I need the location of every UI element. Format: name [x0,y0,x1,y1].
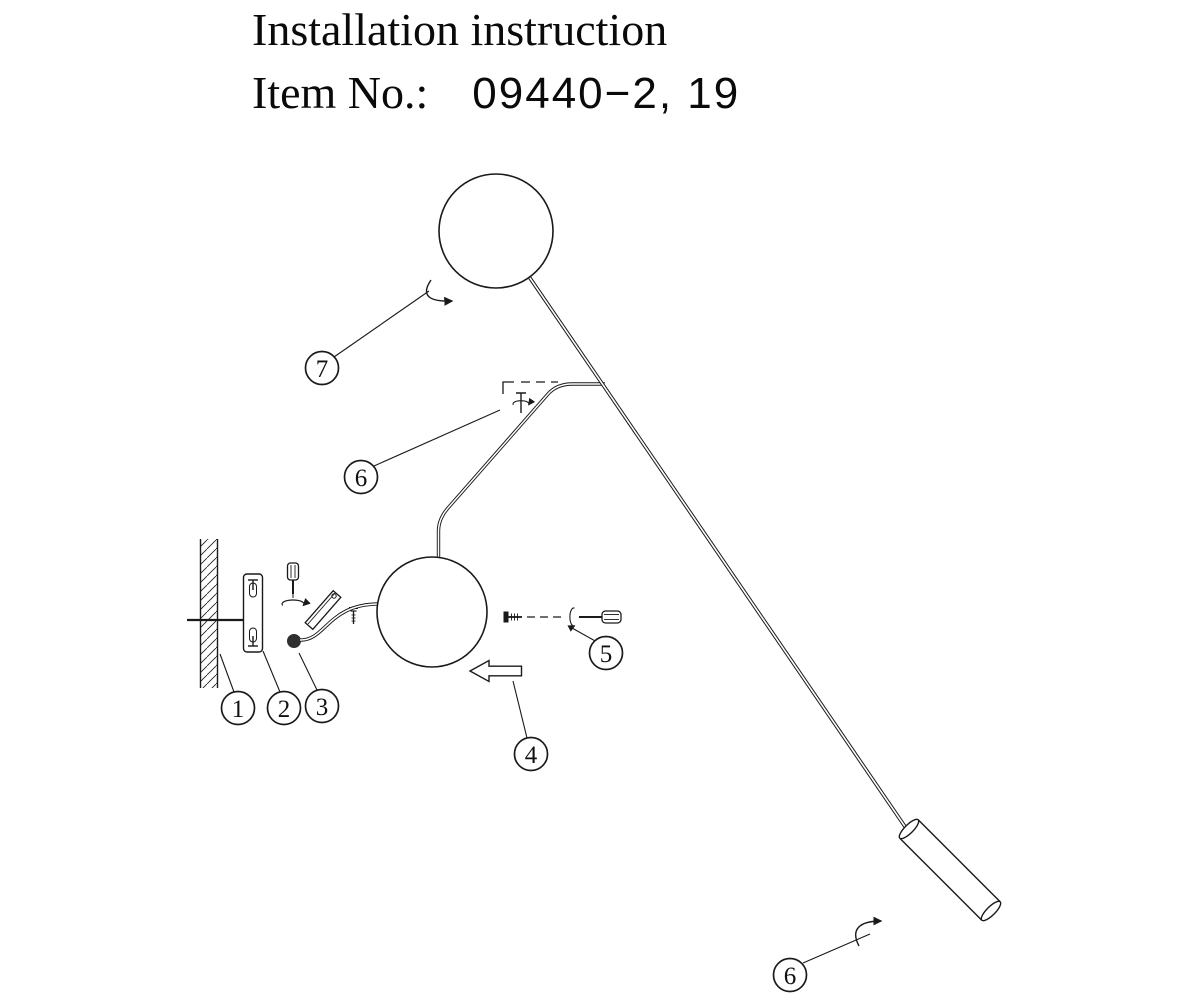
document-title: Installation instruction [252,4,668,55]
wall-arm-tube [299,602,382,642]
callout-6-upper-label: 6 [355,465,368,492]
screwdriver-vertical-icon [281,562,311,607]
callout-1: 1 [219,653,256,726]
callout-5-label: 5 [600,641,613,668]
wall-section [199,539,219,688]
callout-7-label: 7 [316,356,329,383]
callout-5: 5 [571,627,624,671]
callout-3-label: 3 [316,694,329,721]
callout-1-label: 1 [232,696,245,723]
callout-4: 4 [512,680,549,772]
item-number-line: Item No.: 09440−2, 19 [252,65,740,121]
direction-arrow-left [468,659,523,683]
callout-6-lower-label: 6 [784,963,797,990]
item-number-value: 09440−2, 19 [472,69,741,119]
lamp-pole [528,276,910,833]
item-number-label: Item No.: [252,67,429,119]
callout-6-upper: 6 [343,409,501,495]
wall-screw-bottom [248,636,258,647]
grub-screw-symbol [502,381,558,413]
callout-3: 3 [298,652,340,724]
callout-2-label: 2 [278,696,291,723]
knurled-knob [287,634,301,648]
rotation-arrow-bottom [854,916,883,947]
callout-2: 2 [262,650,302,726]
counterweight-cylinder [898,818,1002,922]
mounting-plate [242,573,264,653]
title-block: Installation instruction Item No.: 09440… [252,2,740,121]
callout-6-lower: 6 [772,933,871,993]
upper-arm-tube [436,382,605,560]
bracket-plate [304,589,342,631]
screw-and-screwdriver-horizontal [503,607,622,632]
rotation-arrow-top [425,279,454,306]
wall-screw-top [248,579,258,590]
lamp-globe-middle [376,556,488,668]
callout-7: 7 [304,290,430,386]
callout-4-label: 4 [525,742,538,769]
lamp-globe-top [438,173,554,289]
